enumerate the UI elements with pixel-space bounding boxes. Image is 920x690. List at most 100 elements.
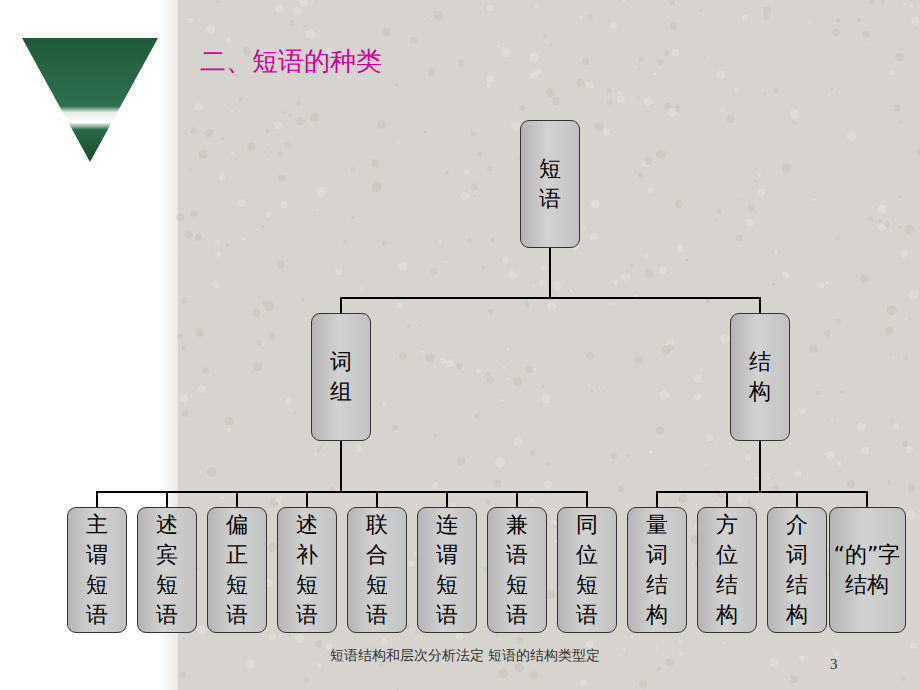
texture-speck (737, 497, 742, 502)
texture-speck (541, 266, 546, 271)
texture-speck (515, 663, 524, 672)
texture-speck (717, 71, 725, 79)
texture-speck (493, 480, 501, 488)
texture-speck (487, 166, 492, 171)
texture-speck (497, 45, 500, 48)
texture-speck (865, 42, 867, 44)
texture-speck (284, 142, 290, 148)
texture-speck (827, 451, 835, 459)
texture-speck (535, 5, 538, 8)
texture-speck (742, 198, 744, 200)
texture-speck (783, 272, 790, 279)
texture-speck (360, 286, 364, 290)
texture-speck (898, 196, 901, 199)
tree-connector (97, 441, 341, 507)
texture-speck (482, 625, 485, 628)
texture-speck (380, 638, 387, 645)
texture-speck (525, 366, 532, 373)
texture-speck (679, 651, 683, 655)
texture-speck (293, 7, 301, 15)
texture-speck (748, 204, 755, 211)
texture-speck (185, 231, 193, 239)
texture-speck (477, 151, 482, 156)
texture-speck (637, 67, 640, 70)
texture-speck (857, 423, 865, 431)
texture-speck (836, 18, 840, 22)
texture-speck (288, 113, 292, 117)
texture-speck (678, 494, 687, 503)
tree-connector (727, 441, 760, 507)
texture-speck (878, 224, 886, 232)
texture-speck (432, 482, 438, 488)
tree-box: “的”字 结构 (829, 507, 906, 633)
texture-speck (700, 9, 703, 12)
texture-speck (591, 200, 599, 208)
texture-speck (893, 423, 899, 429)
tree-connector (307, 441, 341, 507)
texture-speck (529, 71, 537, 79)
texture-speck (440, 357, 446, 363)
box-label: 结构 (749, 347, 771, 407)
texture-speck (677, 245, 684, 252)
texture-speck (496, 634, 499, 637)
tree-box: 结构 (730, 313, 790, 441)
texture-speck (617, 91, 621, 95)
box-label: 介词 结构 (786, 510, 808, 630)
texture-speck (266, 129, 271, 134)
texture-speck (746, 219, 754, 227)
texture-speck (485, 499, 490, 504)
texture-speck (188, 168, 191, 171)
tree-box: 介词 结构 (767, 507, 827, 633)
texture-speck (630, 264, 633, 267)
texture-speck (525, 302, 530, 307)
texture-speck (513, 377, 522, 386)
texture-speck (659, 390, 668, 399)
tree-connector (657, 441, 760, 507)
texture-speck (747, 500, 751, 504)
texture-speck (799, 656, 804, 661)
texture-speck (205, 129, 214, 138)
texture-speck (856, 18, 861, 23)
box-label: 方位 结构 (716, 510, 738, 630)
texture-speck (465, 170, 469, 174)
texture-speck (720, 335, 730, 345)
texture-speck (280, 201, 287, 208)
texture-speck (755, 476, 759, 480)
texture-speck (878, 219, 882, 223)
texture-speck (721, 109, 724, 112)
texture-speck (188, 18, 193, 23)
texture-speck (513, 437, 521, 445)
texture-speck (194, 103, 202, 111)
texture-speck (315, 640, 323, 648)
tree-box: 同位 短语 (557, 507, 617, 633)
texture-speck (317, 209, 319, 211)
texture-speck (181, 346, 185, 350)
texture-speck (239, 98, 242, 101)
texture-speck (275, 5, 283, 13)
texture-speck (197, 625, 206, 634)
texture-speck (295, 634, 305, 644)
texture-speck (860, 274, 869, 283)
texture-speck (553, 281, 561, 289)
texture-speck (603, 128, 611, 136)
texture-speck (264, 151, 267, 154)
texture-speck (529, 52, 538, 61)
tree-connector (341, 248, 550, 313)
texture-speck (635, 356, 643, 364)
texture-speck (773, 283, 776, 286)
texture-speck (708, 56, 710, 58)
texture-speck (672, 49, 679, 56)
texture-speck (317, 187, 326, 196)
texture-speck (434, 434, 437, 437)
texture-speck (502, 257, 508, 263)
texture-speck (482, 265, 485, 268)
texture-speck (700, 369, 703, 372)
texture-speck (461, 192, 470, 201)
tree-connector (341, 441, 587, 507)
texture-speck (639, 57, 644, 62)
tree-box: 述宾 短语 (137, 507, 197, 633)
texture-speck (607, 88, 612, 93)
texture-speck (182, 410, 189, 417)
texture-speck (398, 262, 407, 271)
texture-speck (398, 141, 400, 143)
